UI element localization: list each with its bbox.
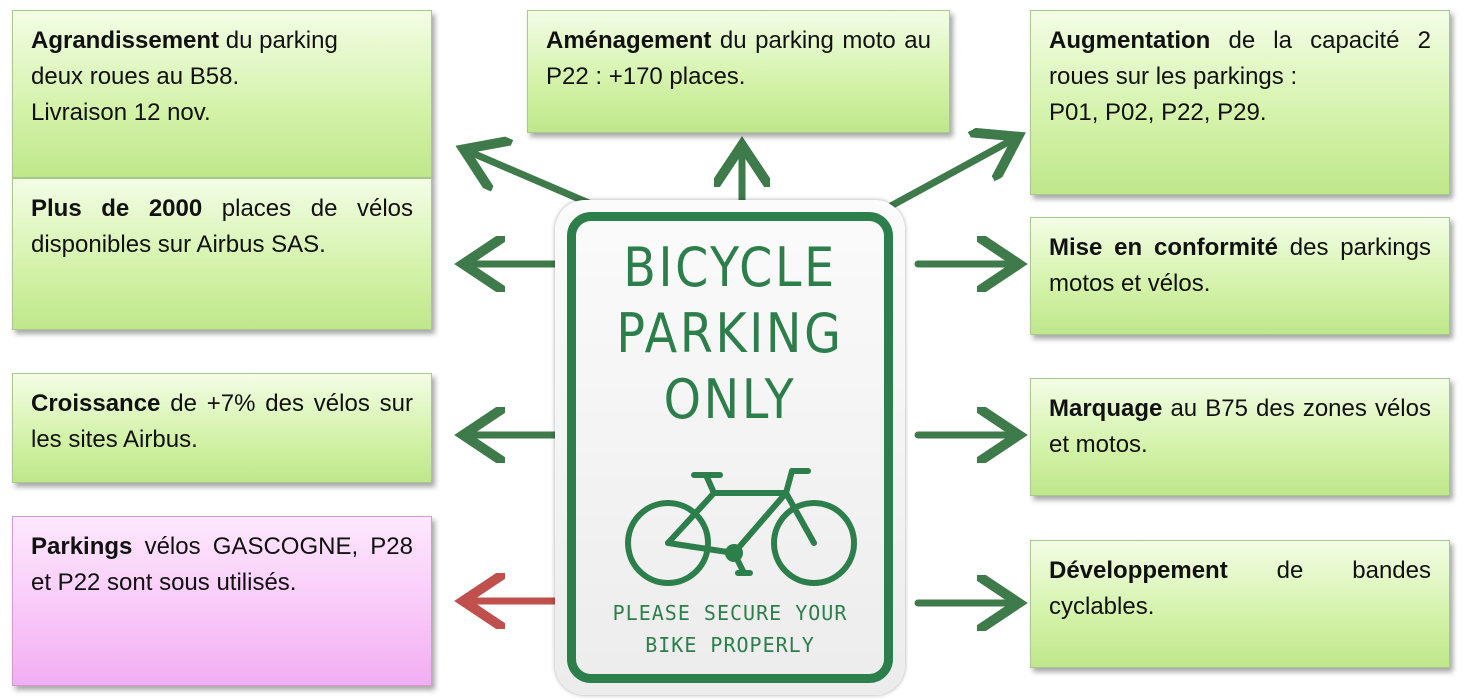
box-agrandissement-line2: deux roues au B58. <box>31 63 240 90</box>
box-developpement-bold: Développement <box>1049 557 1228 584</box>
box-agrandissement-line3: Livraison 12 nov. <box>31 99 211 126</box>
box-parkings-bold: Parkings <box>31 533 133 560</box>
box-marquage: Marquage au B75 des zones vélos et motos… <box>1030 378 1450 496</box>
box-agrandissement: Agrandissement du parking deux roues au … <box>12 10 432 178</box>
box-augmentation-bold: Augmentation <box>1049 27 1211 54</box>
box-developpement: Développement de bandes cyclables. <box>1030 540 1450 668</box>
box-agrandissement-bold: Agrandissement <box>31 27 220 54</box>
box-parkings-sous-utilises: Parkings vélos GASCOGNE, P28 et P22 sont… <box>12 516 432 686</box>
sign-subtitle-line-1: PLEASE SECURE YOUR <box>612 601 848 625</box>
box-marquage-bold: Marquage <box>1049 395 1163 422</box>
box-conformite-text: des parkings motos et vélos. <box>1049 234 1431 297</box>
box-agrandissement-text: du parking <box>219 27 338 54</box>
sign-title-line-2: PARKING <box>616 302 844 365</box>
box-croissance-text: de +7% des vélos sur les sites Airbus. <box>31 390 413 453</box>
sign-subtitle-line-2: BIKE PROPERLY <box>645 633 815 657</box>
box-augmentation-text: de la capacité 2 roues sur les parkings … <box>1049 27 1431 90</box>
box-croissance: Croissance de +7% des vélos sur les site… <box>12 373 432 483</box>
box-amenagement: Aménagement du parking moto au P22 : +17… <box>527 10 950 133</box>
box-marquage-text: au B75 des zones vélos et motos. <box>1049 395 1431 458</box>
box-augmentation: Augmentation de la capacité 2 roues sur … <box>1030 10 1450 195</box>
box-croissance-bold: Croissance <box>31 390 161 417</box>
box-developpement-text: de bandes cyclables. <box>1049 557 1431 620</box>
box-mise-en-conformite: Mise en conformité des parkings motos et… <box>1030 217 1450 335</box>
box-plus-2000-bold: Plus de 2000 <box>31 195 203 222</box>
bicycle-icon <box>625 468 857 586</box>
sign-border: BICYCLE PARKING ONLY PLEASE SECURE YOUR … <box>567 212 893 683</box>
box-plus-2000: Plus de 2000 places de vélos disponibles… <box>12 178 432 330</box>
sign-title-line-1: BICYCLE <box>623 236 837 299</box>
arrow-to-augmentation <box>874 140 1012 217</box>
sign-title-line-3: ONLY <box>663 368 797 431</box>
box-parkings-text: vélos GASCOGNE, P28 et P22 sont sous uti… <box>31 533 434 596</box>
box-augmentation-line2: P01, P02, P22, P29. <box>1049 99 1267 126</box>
box-conformite-bold: Mise en conformité <box>1049 234 1278 261</box>
box-amenagement-bold: Aménagement <box>546 27 712 54</box>
box-amenagement-text: du parking moto au P22 : +170 places. <box>546 27 931 90</box>
box-plus-2000-text: places de vélos disponibles sur Airbus S… <box>31 195 414 258</box>
bicycle-parking-sign: BICYCLE PARKING ONLY PLEASE SECURE YOUR … <box>555 200 905 695</box>
